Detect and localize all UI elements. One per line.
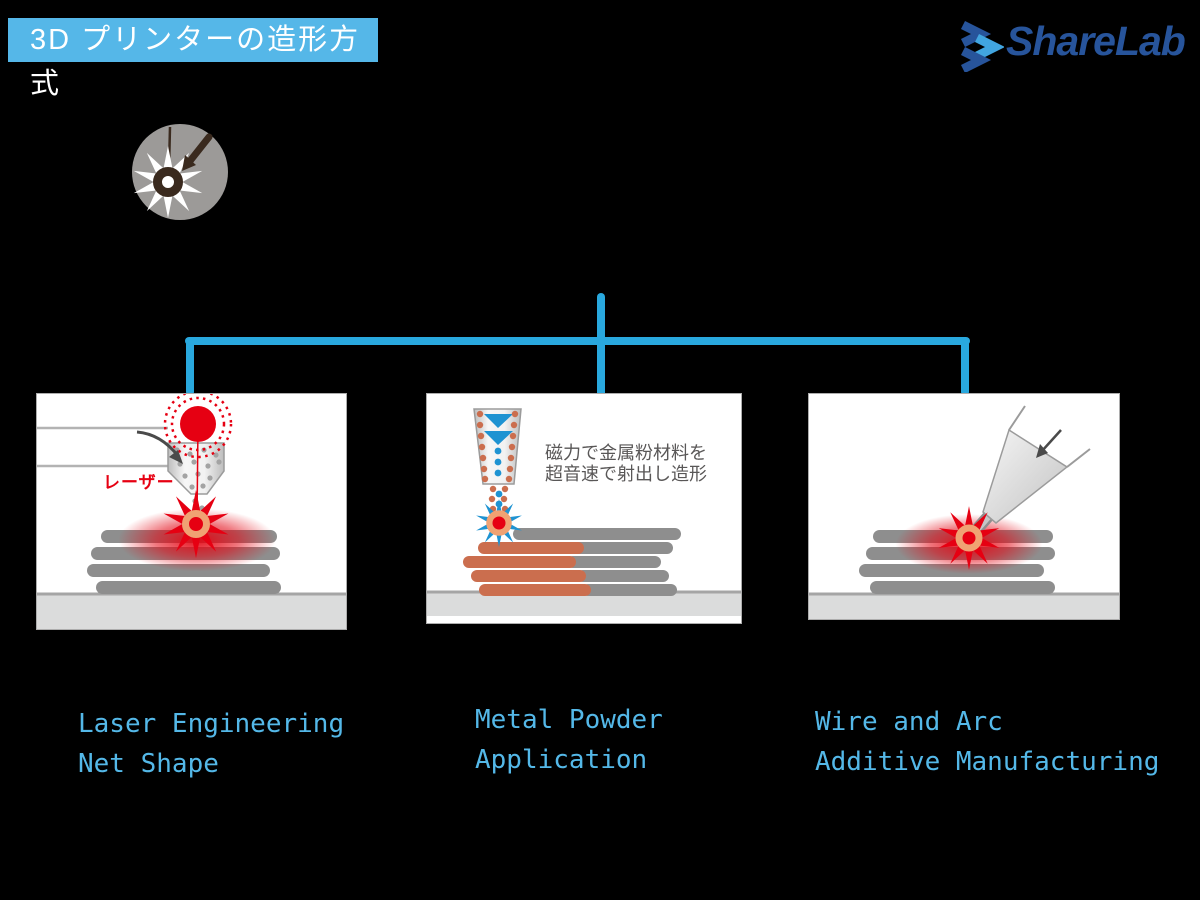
caption-waam-line1: Wire and Arc	[815, 707, 1003, 737]
caption-waam: Wire and Arc Additive Manufacturing	[815, 702, 1159, 782]
connector-drop-left	[186, 340, 194, 396]
mpa-note-line1: 磁力で金属粉材料を	[545, 443, 707, 463]
connector-drop-right	[961, 340, 969, 396]
waam-illustration	[809, 405, 1119, 619]
laser-label: レーザー	[103, 473, 175, 492]
lens-illustration	[37, 394, 346, 629]
caption-mpa-line1: Metal Powder	[475, 705, 663, 735]
panel-waam	[808, 393, 1120, 620]
panel-mpa: 磁力で金属粉材料を 超音速で射出し造形	[426, 393, 742, 624]
caption-waam-line2: Additive Manufacturing	[815, 747, 1160, 777]
brand-wordmark: ShareLab	[1006, 18, 1186, 64]
caption-mpa-line2: Application	[475, 745, 648, 775]
caption-lens-line2: Net Shape	[78, 749, 219, 779]
mpa-illustration	[427, 408, 741, 616]
mpa-note: 磁力で金属粉材料を 超音速で射出し造形	[545, 443, 707, 485]
sharelab-layers-icon	[960, 20, 1004, 72]
page-title: 3D プリンターの造形方式	[8, 18, 378, 100]
caption-lens-line1: Laser Engineering	[78, 709, 345, 739]
laser-spark-icon	[132, 124, 228, 220]
connector-crossbar	[185, 337, 970, 345]
connector-stem	[597, 293, 605, 397]
panel-lens: レーザー	[36, 393, 347, 630]
caption-lens: Laser Engineering Net Shape	[78, 704, 344, 784]
mpa-note-line2: 超音速で射出し造形	[545, 464, 707, 484]
caption-mpa: Metal Powder Application	[475, 700, 663, 780]
